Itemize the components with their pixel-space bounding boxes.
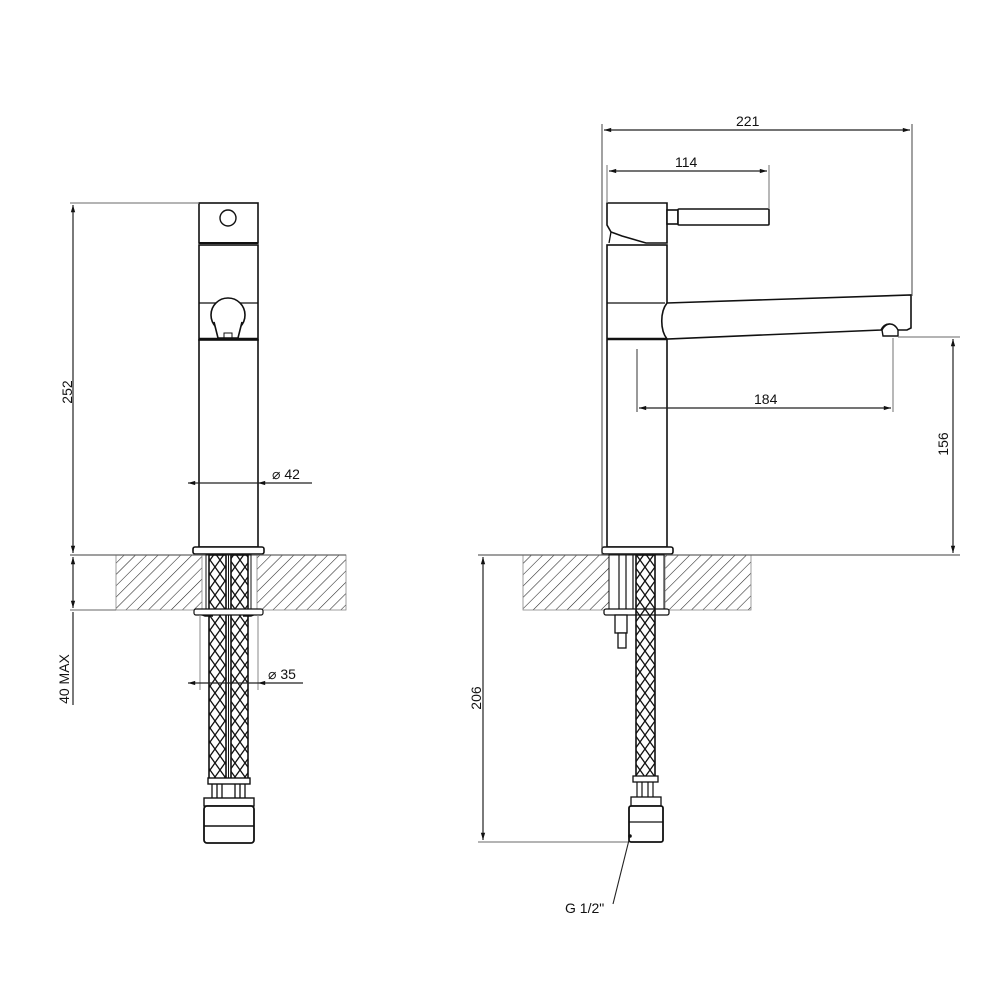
dim-deck-thickness-label: 40 MAX — [56, 654, 72, 704]
mounting-stud — [614, 614, 628, 634]
countertop-right — [664, 554, 752, 611]
side-view — [478, 202, 960, 843]
spout — [660, 294, 912, 340]
lever-handle — [677, 208, 770, 226]
lever-head — [606, 202, 668, 244]
lever-hole-icon — [219, 209, 237, 227]
dim-hose-length-label: 206 — [468, 686, 484, 710]
front-view — [70, 202, 347, 844]
dim-overall-depth-label: 221 — [736, 113, 760, 129]
lever-cap — [198, 202, 259, 244]
hose-connector-nut — [203, 805, 255, 844]
dim-spout-reach-label: 184 — [754, 391, 778, 407]
thread-leader-line — [612, 835, 631, 905]
dim-body-diameter-label: ⌀ 42 — [272, 466, 300, 482]
aerator — [881, 323, 899, 337]
body-lower — [198, 339, 259, 548]
dim-shank-diameter-label: ⌀ 35 — [268, 666, 296, 682]
side-view-dimensions — [478, 124, 960, 905]
countertop-right — [256, 554, 347, 611]
dim-spout-height-label: 156 — [935, 432, 951, 456]
dim-overall-height-label: 252 — [59, 380, 75, 404]
hose-right — [230, 554, 249, 781]
thread-callout-label: G 1/2" — [565, 900, 605, 916]
base-flange — [192, 546, 265, 555]
dim-lever-length-label: 114 — [675, 154, 698, 170]
hose-left — [208, 554, 227, 781]
countertop-left — [115, 554, 203, 611]
countertop-left — [522, 554, 610, 611]
hose — [635, 554, 656, 781]
hose-connector-nut — [628, 805, 664, 843]
front-view-dimensions — [70, 202, 312, 705]
